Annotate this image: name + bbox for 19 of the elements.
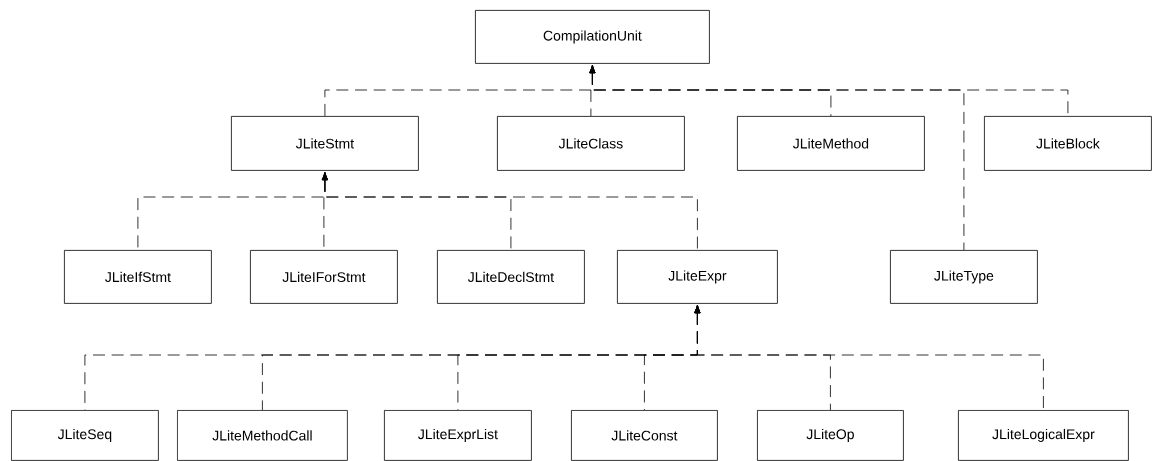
class-box: JLiteExprList	[384, 410, 532, 461]
inheritance-arrow	[694, 305, 1044, 411]
class-box: JLiteBlock	[984, 116, 1152, 171]
class-box: JLiteType	[890, 250, 1038, 304]
class-box: CompilationUnit	[475, 10, 710, 64]
inheritance-arrow	[321, 172, 698, 251]
class-box: JLiteMethod	[737, 116, 925, 171]
inheritance-arrow	[589, 65, 1069, 117]
class-box: JLiteDeclStmt	[437, 250, 585, 304]
class-box: JLiteMethodCall	[177, 410, 348, 461]
class-box: JLiteOp	[757, 410, 904, 461]
class-box: JLiteIForStmt	[250, 250, 398, 304]
class-box: JLiteStmt	[231, 116, 419, 171]
class-box: JLiteLogicalExpr	[958, 410, 1129, 461]
class-box: JLiteIfStmt	[64, 250, 212, 304]
class-box: JLiteExpr	[617, 250, 778, 304]
class-box: JLiteClass	[497, 116, 685, 171]
class-box: JLiteConst	[571, 410, 718, 461]
class-box: JLiteSeq	[11, 410, 159, 461]
